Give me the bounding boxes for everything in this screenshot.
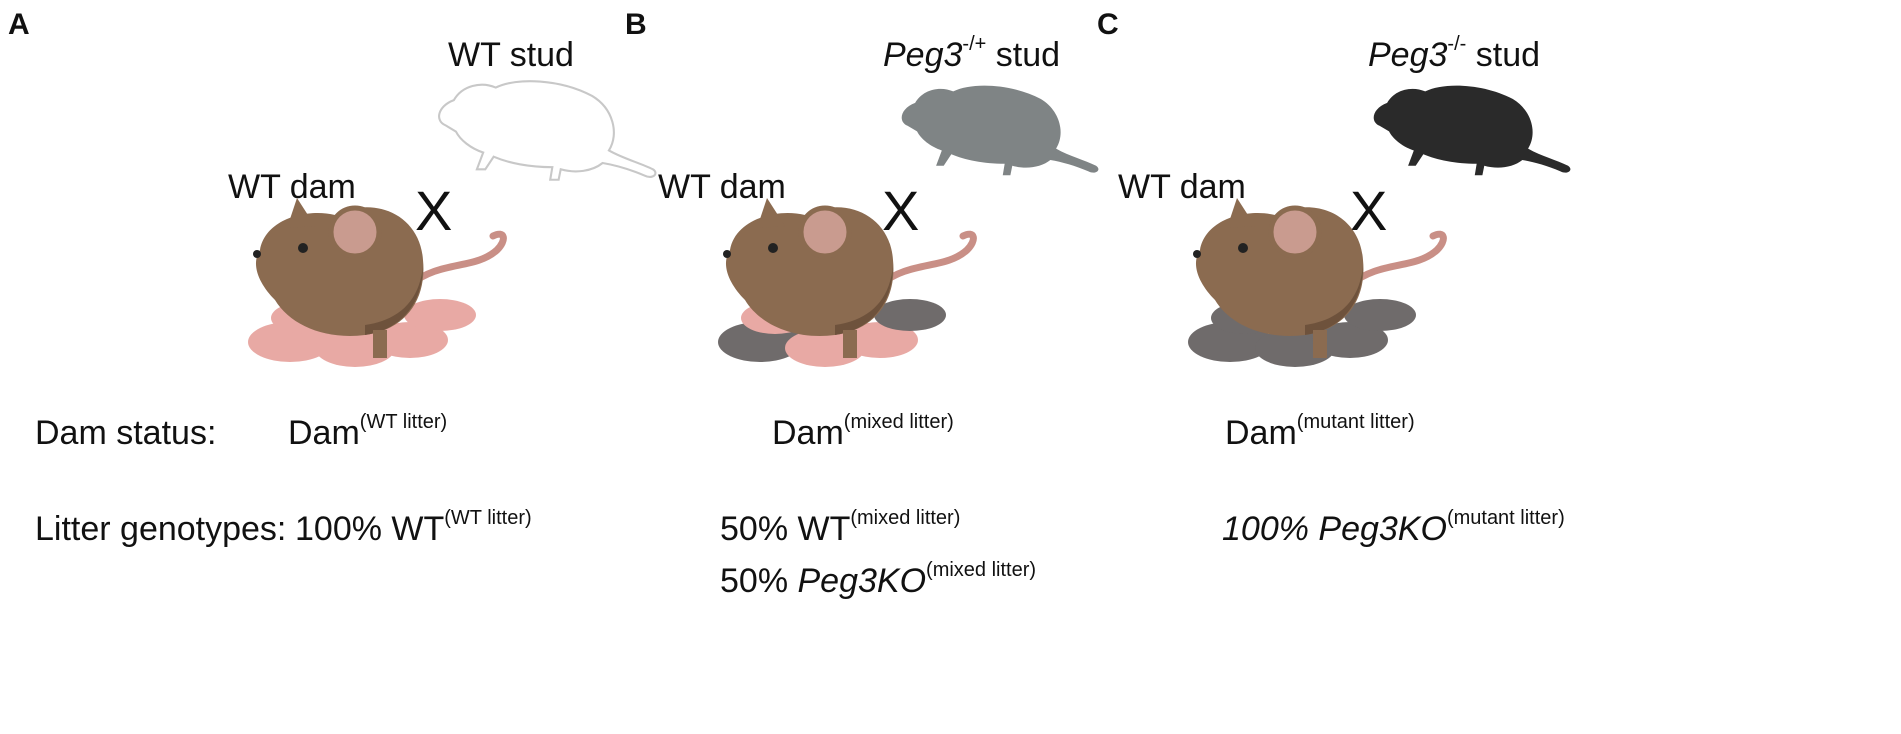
genotype-text: WT (797, 510, 851, 548)
stud-label-a: WT stud (448, 36, 574, 75)
dam-label-a: WT dam (228, 168, 356, 206)
dam-status-sup: (WT litter) (359, 410, 448, 433)
stud-mouse-icon-a (438, 80, 657, 181)
panel-letter-b: B (625, 8, 647, 41)
cross-symbol-a: X (415, 179, 453, 242)
dam-with-litter-icon-a (248, 198, 507, 367)
genotype-a-1: 100% WT(WT litter) (295, 506, 532, 549)
genotype-pct: 50% (720, 562, 798, 600)
panel-letter-a: A (8, 8, 30, 41)
stud-mouse-icon-b (901, 85, 1099, 176)
stud-label-b: Peg3-/+ stud (883, 32, 1061, 75)
genotype-sup: (mixed litter) (926, 558, 1037, 581)
genotype-pct: 50% (720, 510, 798, 548)
stud-label-text: stud (986, 36, 1061, 74)
dam-label-b: WT dam (658, 168, 786, 206)
dam-status-sup: (mixed litter) (843, 410, 954, 433)
genotype-c-1: 100% Peg3KO(mutant litter) (1222, 506, 1565, 549)
dam-label-c: WT dam (1118, 168, 1246, 206)
genotype-text: 100% WT (295, 510, 445, 548)
genotype-sup: (mixed litter) (850, 506, 961, 529)
genotype-b-1: 50% WT(mixed litter) (720, 506, 961, 549)
genotype-text: 100% Peg3KO (1222, 510, 1447, 548)
stud-mouse-icon-c (1373, 85, 1571, 176)
panel-letter-c: C (1097, 8, 1119, 41)
genotype-sup: (mutant litter) (1446, 506, 1565, 529)
dam-status-base: Dam (772, 414, 844, 452)
dam-status-b: Dam(mixed litter) (772, 410, 954, 453)
genotype-sup: (WT litter) (444, 506, 532, 529)
dam-status-sup: (mutant litter) (1296, 410, 1415, 433)
dam-status-base: Dam (288, 414, 360, 452)
stud-label-text: WT stud (448, 36, 574, 74)
stud-label-text: stud (1466, 36, 1541, 74)
genotype-text: Peg3KO (797, 562, 927, 600)
cross-symbol-c: X (1350, 179, 1388, 242)
cross-symbol-b: X (882, 179, 920, 242)
stud-label-c: Peg3-/- stud (1368, 32, 1541, 75)
stud-superscript: -/+ (962, 32, 987, 55)
stud-gene: Peg3 (883, 36, 963, 74)
stud-gene: Peg3 (1368, 36, 1448, 74)
row-label-dam-status: Dam status: (35, 414, 217, 452)
stud-superscript: -/- (1447, 32, 1467, 55)
row-label-litter-genotypes: Litter genotypes: (35, 510, 287, 548)
genotype-b-2: 50% Peg3KO(mixed litter) (720, 558, 1037, 601)
dam-with-litter-icon-c (1188, 198, 1447, 367)
dam-with-litter-icon-b (718, 198, 977, 367)
dam-status-base: Dam (1225, 414, 1297, 452)
dam-status-c: Dam(mutant litter) (1225, 410, 1415, 453)
dam-status-a: Dam(WT litter) (288, 410, 448, 453)
